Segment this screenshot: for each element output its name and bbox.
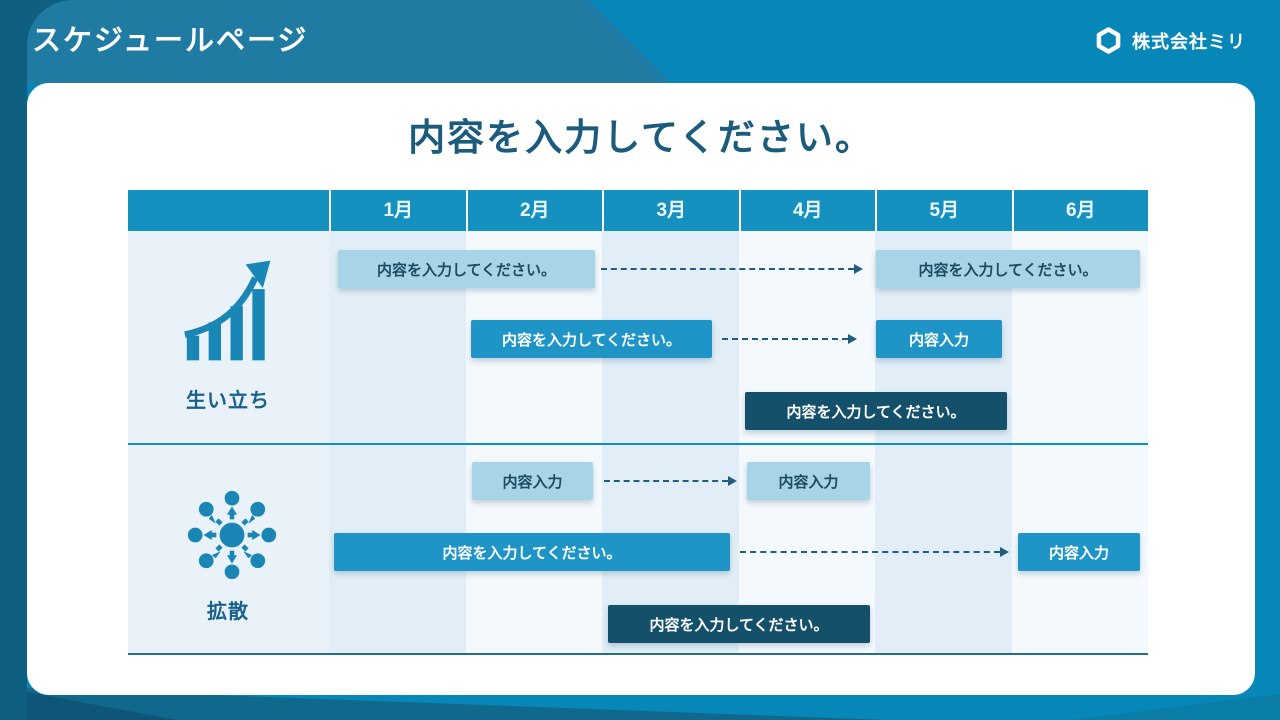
gantt-bar[interactable]: 内容入力 [747, 462, 870, 500]
dashed-arrow [601, 264, 863, 274]
table-bottom-line [128, 653, 1148, 655]
gantt-bar[interactable]: 内容を入力してください。 [745, 392, 1007, 430]
gantt-bar[interactable]: 内容を入力してください。 [608, 605, 870, 643]
company-logo: 株式会社ミリ [1095, 27, 1246, 54]
gantt-bar[interactable]: 内容を入力してください。 [338, 250, 595, 288]
gantt-body: 生い立ち 内容を入力してください。 内容を入力してください。 内容を入力してくだ… [128, 231, 1148, 655]
gantt-bar[interactable]: 内容入力 [472, 462, 593, 500]
gantt-header-row: 1月 2月 3月 4月 5月 6月 [128, 190, 1148, 231]
dashed-arrow [604, 476, 737, 486]
spread-icon [186, 487, 278, 588]
row-divider-line [128, 443, 1148, 445]
page-header: スケジュールページ 株式会社ミリ [0, 0, 1280, 83]
gantt-bar[interactable]: 内容を入力してください。 [471, 320, 712, 358]
page-title: スケジュールページ [32, 25, 309, 57]
company-name: 株式会社ミリ [1132, 31, 1246, 52]
content-title-placeholder[interactable]: 内容を入力してください。 [408, 117, 874, 158]
growth-chart-icon [183, 255, 278, 370]
month-header: 2月 [465, 190, 603, 231]
row-label-upbringing: 生い立ち [186, 390, 270, 412]
month-header: 4月 [738, 190, 876, 231]
header-diagonal-shape [27, 0, 672, 84]
month-header: 3月 [602, 190, 739, 231]
gantt-bar[interactable]: 内容を入力してください。 [334, 533, 730, 571]
dashed-arrow [740, 547, 1009, 557]
gantt-header-spacer [128, 190, 329, 231]
slide-card: 内容を入力してください。 1月 2月 3月 4月 5月 6月 [27, 83, 1255, 695]
dashed-arrow [722, 334, 857, 344]
hexagon-icon [1095, 27, 1122, 54]
row-label-spread: 拡散 [207, 601, 249, 623]
month-header: 6月 [1011, 190, 1149, 231]
month-header: 5月 [875, 190, 1012, 231]
gantt-bar[interactable]: 内容入力 [1018, 533, 1140, 571]
gantt-bar[interactable]: 内容入力 [876, 320, 1002, 358]
month-header: 1月 [329, 190, 466, 231]
gantt-bar[interactable]: 内容を入力してください。 [876, 250, 1140, 288]
